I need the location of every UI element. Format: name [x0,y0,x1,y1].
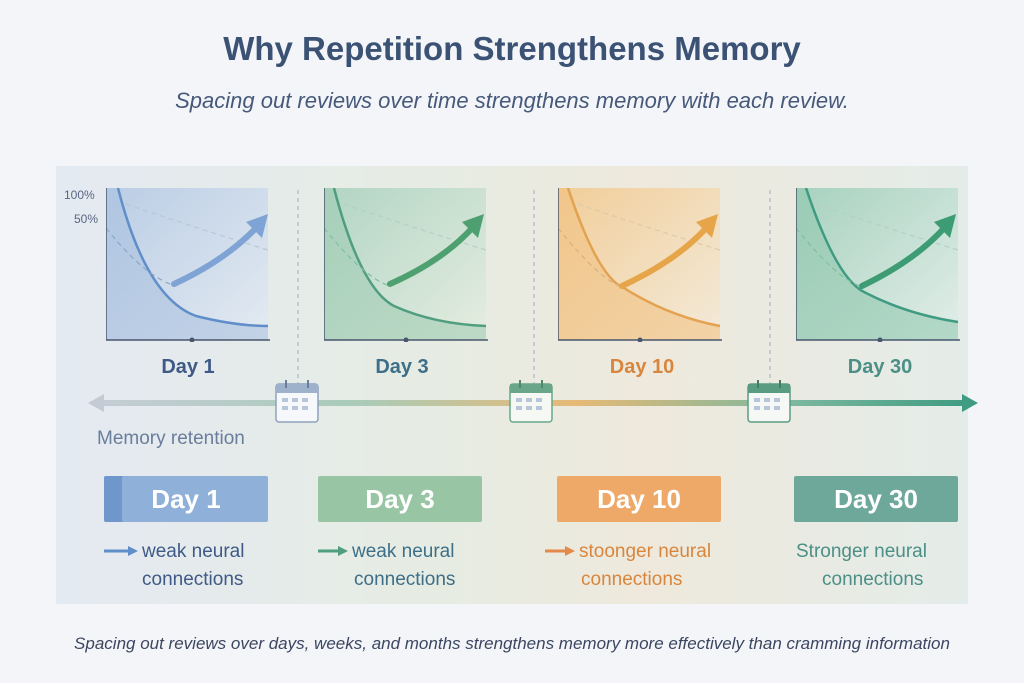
note-line-1: Stronger neural [796,541,927,562]
forgetting-curve [332,188,487,328]
dashed-curve [324,227,391,287]
axis-tick [877,337,883,342]
note-day-3: weak neural connections [318,538,455,594]
dashed-reference [125,203,269,251]
growth-arrow-head [696,214,718,238]
note-line-1: stoonger neural [579,541,712,562]
note-day-10: stoonger neural connections [545,538,711,594]
page-subtitle: Spacing out reviews over time strengthen… [175,88,849,113]
curve-fill [106,188,268,340]
note-day-30: Stronger neural connections [796,538,927,594]
growth-arrow-shaft [387,223,477,287]
note-line-2: connections [354,569,456,590]
dashed-curve [796,227,861,287]
axis-tick [637,337,643,342]
chart-label-day-1: Day 1 [161,356,215,378]
forgetting-curve [116,188,269,328]
badge-day-1: Day 1 [104,476,268,522]
growth-arrow-head [934,214,956,238]
note-line-2: connections [581,569,683,590]
page-title: Why Repetition Strengthens Memory [223,30,801,67]
growth-arrow-head [462,214,484,238]
timeline-label: Memory retention [97,428,245,449]
timeline-left-arrowhead [88,394,104,412]
badge-day-10: Day 10 [557,476,721,522]
chart-label-day-10: Day 10 [609,356,675,378]
arrow-right-icon [545,538,575,566]
forgetting-curve [804,188,959,324]
note-line-2: connections [822,569,924,590]
y-axis-top-label: 100% [64,188,95,202]
axis-tick [189,337,195,342]
dashed-reference [343,203,487,251]
dashed-curve [106,227,177,287]
badge-day-3: Day 3 [318,476,482,522]
forgetting-curve-chart-day-3 [324,188,492,342]
dashed-curve [558,227,621,287]
curve-fill [558,188,720,340]
growth-arrow-head [246,214,268,238]
forgetting-curve-chart-day-10 [558,188,726,342]
y-axis-mid-label: 50% [74,212,99,226]
badge-day-30: Day 30 [794,476,958,522]
footer-caption: Spacing out reviews over days, weeks, an… [74,634,950,653]
growth-arrow-shaft [859,223,949,289]
calendar-icon [275,380,319,423]
arrow-right-icon [104,538,138,566]
growth-arrow-shaft [171,223,261,287]
curve-fill [796,188,958,340]
timeline-right-arrowhead [962,394,978,412]
chart-label-day-3: Day 3 [375,356,429,378]
note-day-1: weak neural connections [104,538,244,594]
dashed-reference [815,203,959,251]
axis-tick [403,337,409,342]
note-line-1: weak neural [142,541,245,562]
curve-fill [324,188,486,340]
calendar-icon [509,380,553,423]
dashed-reference [577,203,721,251]
note-line-2: connections [142,569,244,590]
note-line-1: weak neural [352,541,455,562]
calendar-icon [747,380,791,423]
arrow-right-icon [318,538,348,566]
chart-label-day-30: Day 30 [847,356,913,378]
forgetting-curve-chart-day-1 [106,188,274,342]
growth-arrow-shaft [619,223,711,289]
forgetting-curve-chart-day-30 [796,188,964,342]
